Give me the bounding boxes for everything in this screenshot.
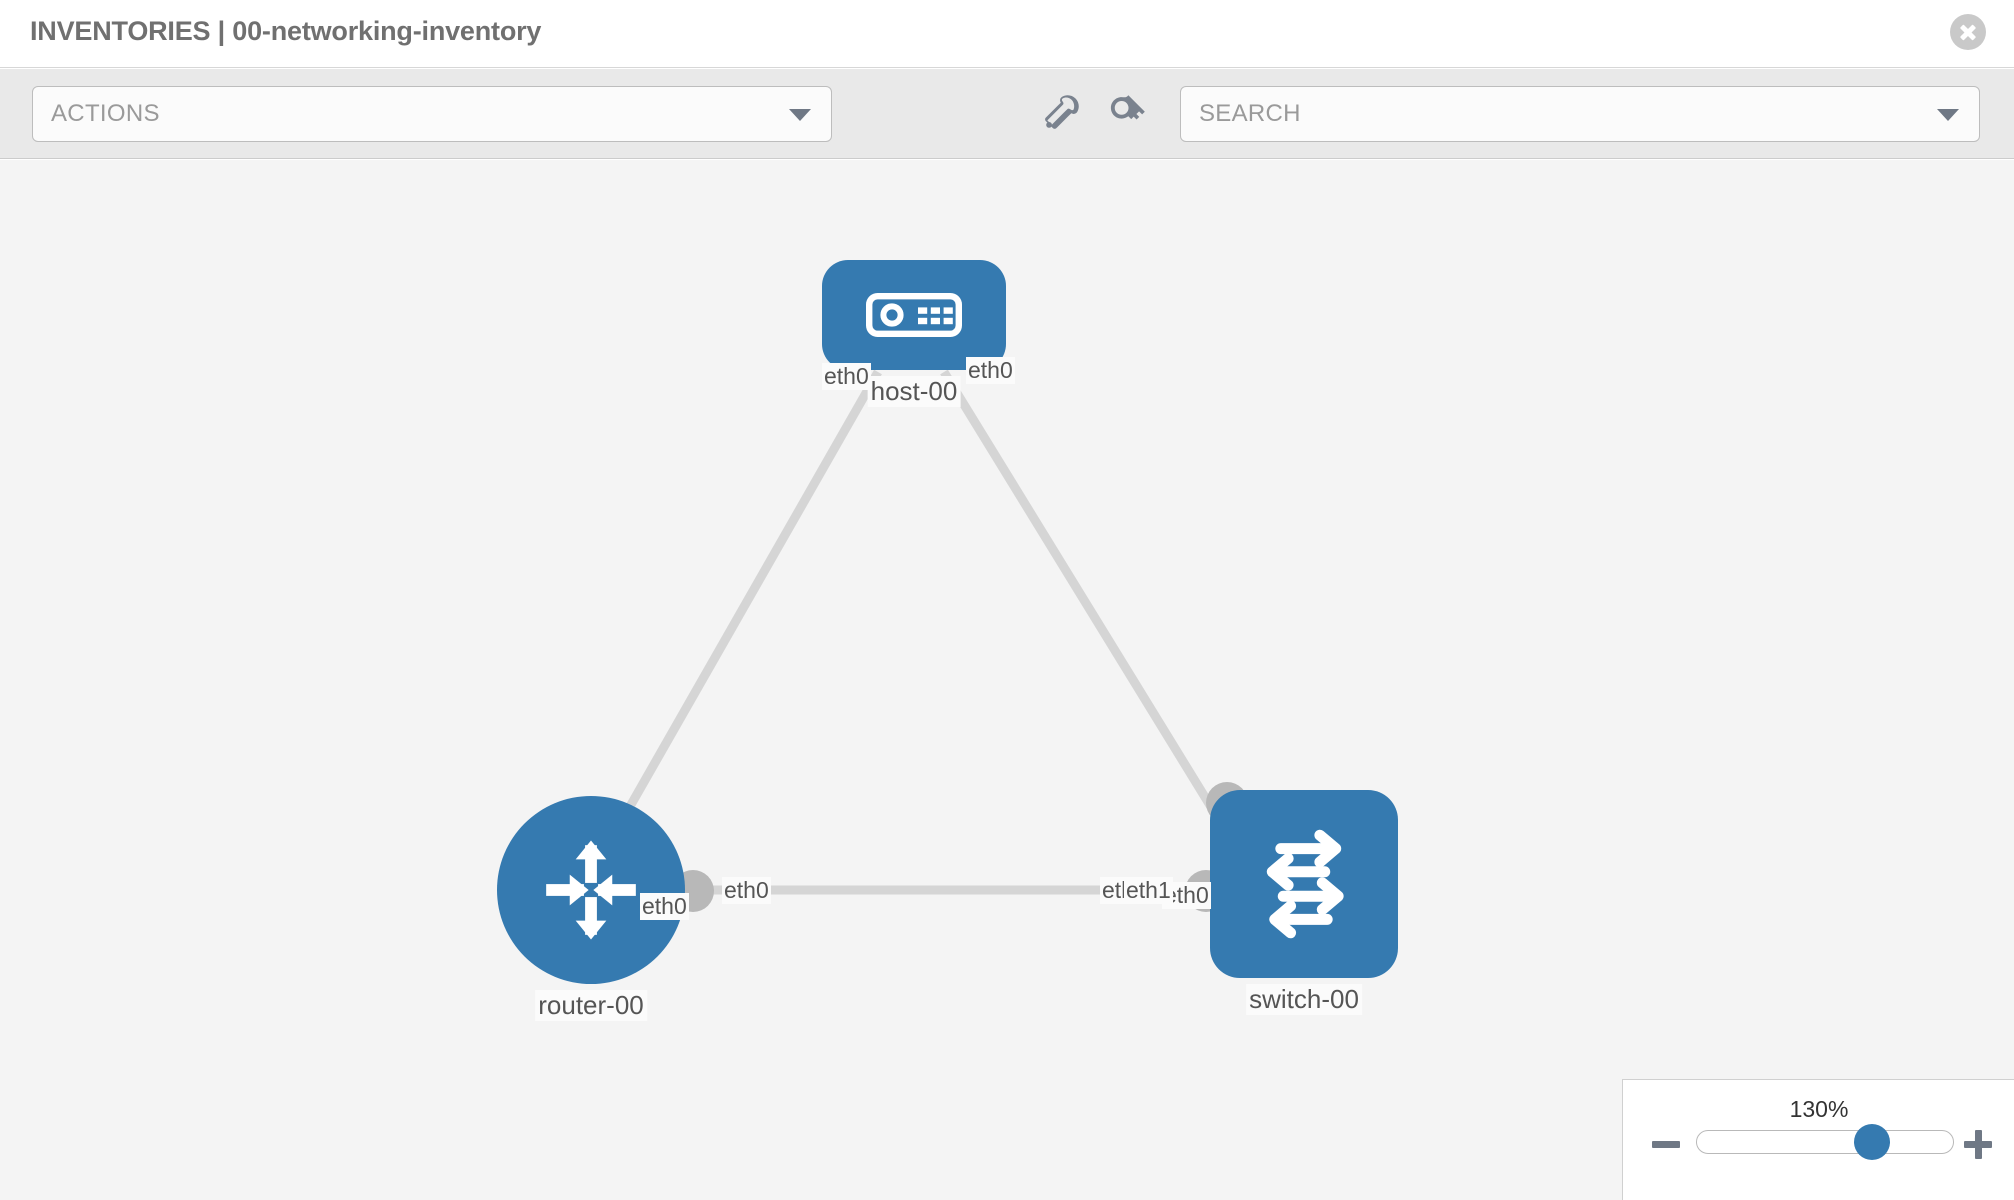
topology-canvas[interactable]: host-00 xyxy=(0,160,2014,1200)
node-host-00-shape xyxy=(822,260,1006,370)
node-host-00-label: host-00 xyxy=(867,376,961,407)
switch-arrows-icon xyxy=(1266,829,1344,939)
actions-dropdown[interactable]: ACTIONS xyxy=(32,86,832,142)
node-router-00[interactable]: router-00 xyxy=(497,796,685,1036)
edge-label-switch00-eth1: eth1 xyxy=(1124,877,1173,904)
zoom-percent-label: 130% xyxy=(1789,1096,1849,1122)
server-icon xyxy=(866,292,962,337)
edge-label-router00-eth0: eth0 xyxy=(722,877,771,904)
edge-host00-switch00 xyxy=(940,369,1239,849)
close-icon[interactable] xyxy=(1950,14,1986,50)
node-switch-00-label: switch-00 xyxy=(1246,984,1362,1015)
edge-label-router00-eth0-uplink: eth0 xyxy=(640,893,689,920)
zoom-slider-thumb[interactable] xyxy=(1854,1124,1890,1160)
topology-edges xyxy=(592,369,1239,895)
edge-label-host00-eth0-right: eth0 xyxy=(966,357,1015,384)
zoom-out-button[interactable] xyxy=(1649,1127,1683,1161)
chevron-down-icon xyxy=(1937,109,1959,121)
chevron-down-icon xyxy=(789,109,811,121)
node-switch-00-shape xyxy=(1210,790,1398,978)
node-router-00-label: router-00 xyxy=(535,990,647,1021)
router-arrows-icon xyxy=(546,840,636,940)
wrench-icon[interactable] xyxy=(1037,91,1083,137)
search-input[interactable]: SEARCH xyxy=(1180,86,1980,142)
key-icon[interactable] xyxy=(1104,91,1150,137)
zoom-control-panel: 130% xyxy=(1622,1079,2014,1200)
actions-dropdown-label: ACTIONS xyxy=(51,100,160,127)
zoom-slider-track[interactable] xyxy=(1696,1124,1954,1160)
page-title: INVENTORIES | 00-networking-inventory xyxy=(30,16,542,46)
node-router-00-shape xyxy=(497,796,685,984)
search-placeholder: SEARCH xyxy=(1199,100,1301,127)
edge-host00-router00 xyxy=(592,369,882,869)
node-switch-00[interactable]: switch-00 xyxy=(1210,790,1398,1030)
toolbar: ACTIONS SEARCH xyxy=(0,69,2014,159)
page-header: INVENTORIES | 00-networking-inventory xyxy=(0,0,2014,68)
zoom-in-button[interactable] xyxy=(1961,1127,1995,1161)
edge-label-host00-eth0-left: eth0 xyxy=(822,363,871,390)
node-host-00[interactable]: host-00 xyxy=(822,260,1006,430)
